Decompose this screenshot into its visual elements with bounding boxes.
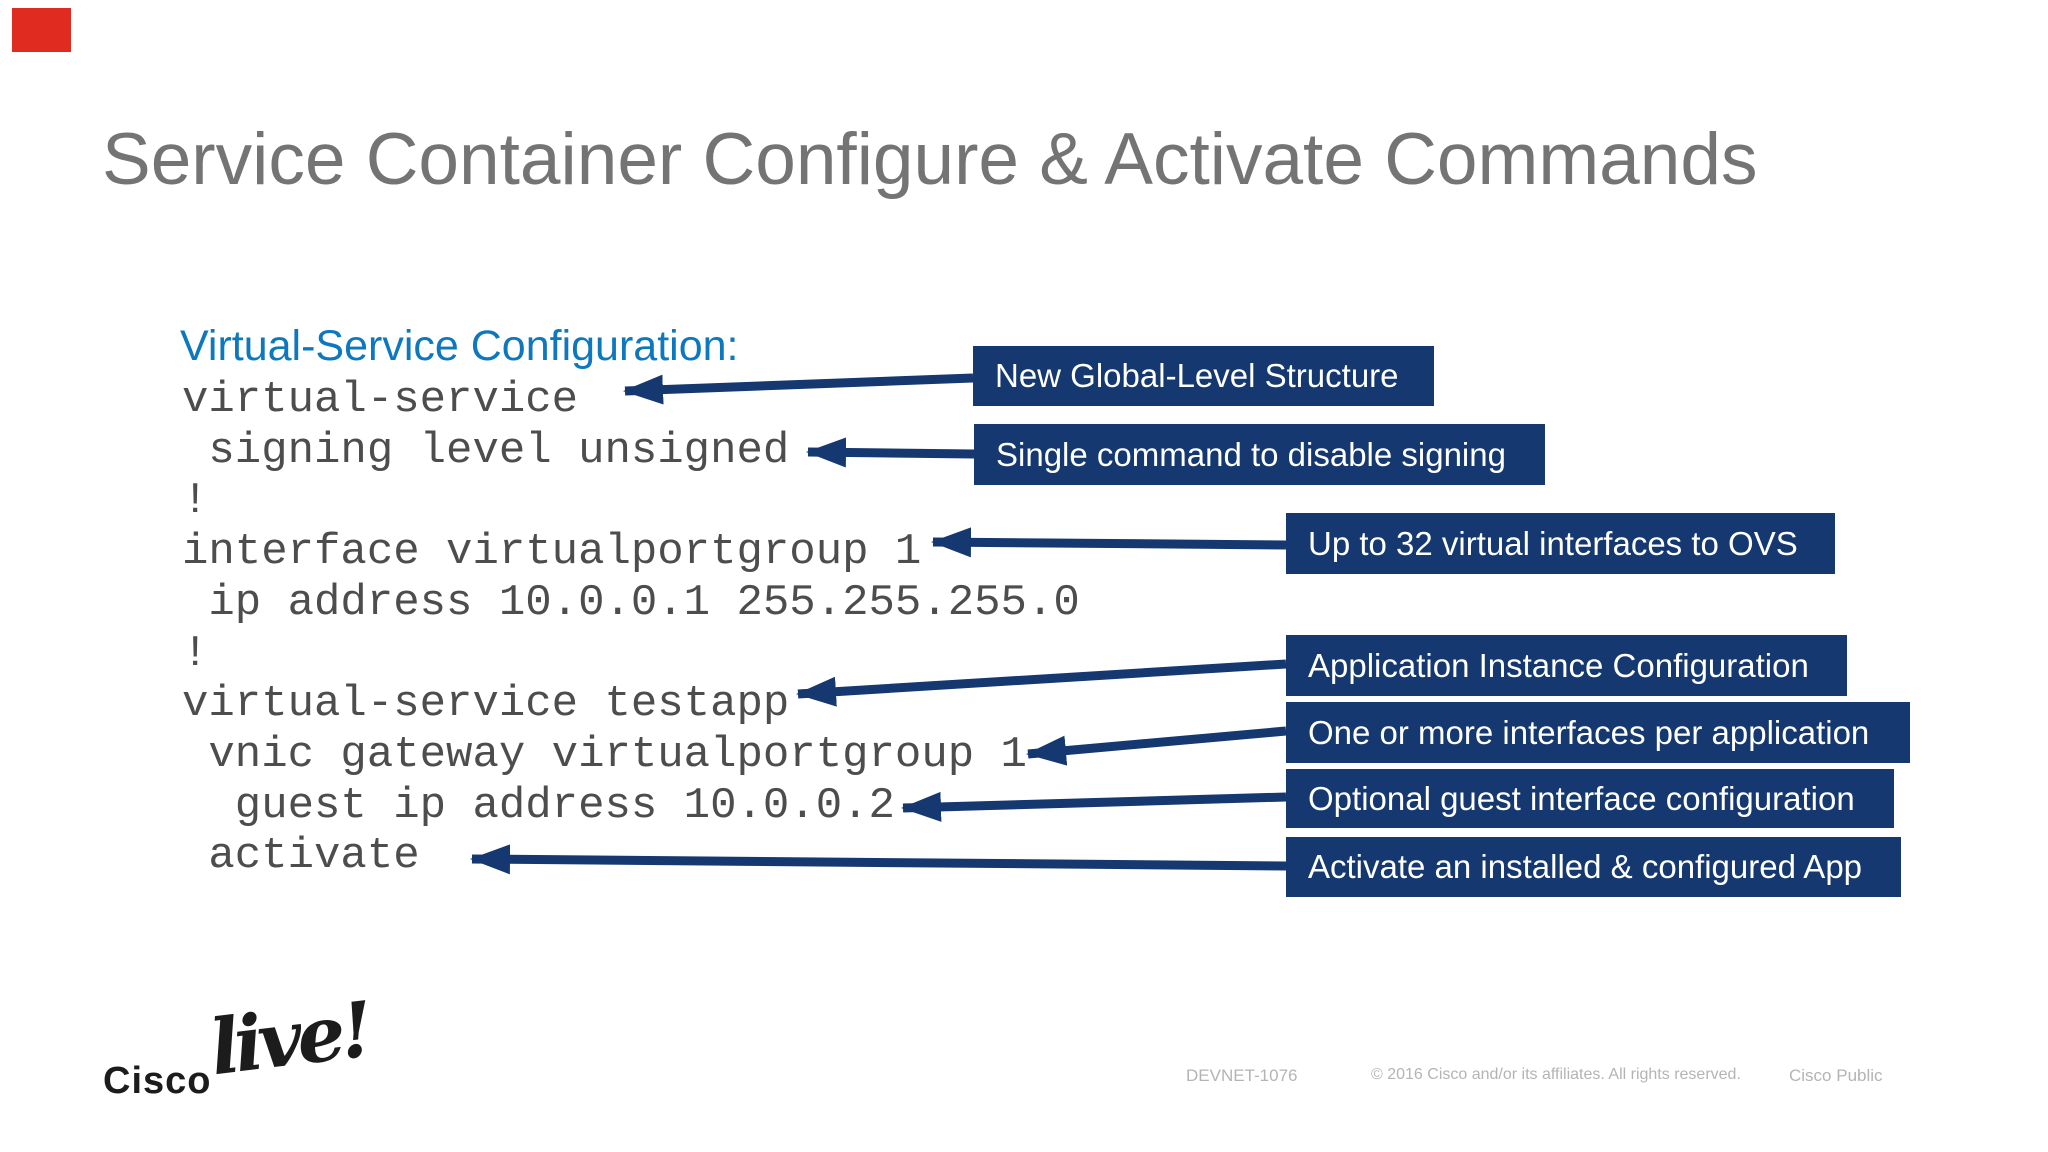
callout-activate-installed-app: Activate an installed & configured App xyxy=(1286,837,1901,897)
callout-optional-guest-interface: Optional guest interface configuration xyxy=(1286,769,1894,828)
session-code: DEVNET-1076 xyxy=(1186,1066,1298,1085)
cli-code-block: virtual-service signing level unsigned !… xyxy=(182,375,1080,882)
code-line-virtual-service-testapp: virtual-service testapp xyxy=(182,679,790,730)
code-line-vnic-gateway: vnic gateway virtualportgroup 1 xyxy=(182,729,1027,780)
code-line-interface: interface virtualportgroup 1 xyxy=(182,527,922,578)
corner-red-marker xyxy=(12,8,71,52)
code-line-virtual-service: virtual-service xyxy=(182,375,579,425)
code-section-heading: Virtual-Service Configuration: xyxy=(180,322,739,370)
code-line-activate: activate xyxy=(182,831,420,882)
callout-application-instance-configuration: Application Instance Configuration xyxy=(1286,635,1847,696)
copyright-notice: © 2016 Cisco and/or its affiliates. All … xyxy=(1371,1066,1741,1083)
live-logo-script: live! xyxy=(205,984,374,1093)
callout-32-virtual-interfaces: Up to 32 virtual interfaces to OVS xyxy=(1286,513,1835,574)
code-line-ip-address: ip address 10.0.0.1 255.255.255.0 xyxy=(182,577,1080,628)
callout-interfaces-per-application: One or more interfaces per application xyxy=(1286,702,1910,763)
callout-single-command-disable-signing: Single command to disable signing xyxy=(974,424,1545,485)
classification-label: Cisco Public xyxy=(1789,1066,1883,1085)
code-line-bang-2: ! xyxy=(182,628,209,679)
code-line-signing-level: signing level unsigned xyxy=(182,425,790,476)
callout-new-global-level-structure: New Global-Level Structure xyxy=(973,346,1434,406)
code-line-guest-ip: guest ip address 10.0.0.2 xyxy=(182,780,895,831)
cisco-logo-word: Cisco xyxy=(103,1060,212,1102)
code-line-bang-1: ! xyxy=(182,476,209,527)
slide-title: Service Container Configure & Activate C… xyxy=(102,119,1758,200)
cisco-live-logo: Cisco live! xyxy=(103,985,403,1130)
